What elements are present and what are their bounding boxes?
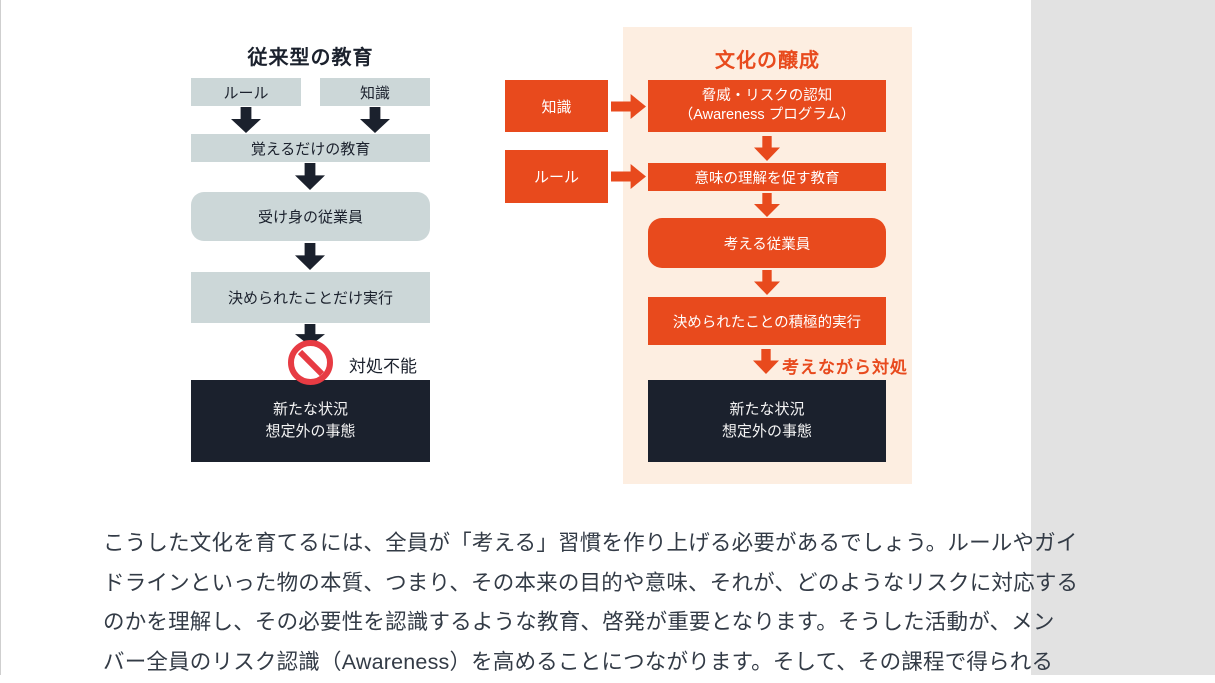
fail-label: 対処不能 bbox=[349, 357, 417, 376]
paragraph-line: バー全員のリスク認識（Awareness）を高めることにつながります。そして、そ… bbox=[103, 650, 1054, 675]
left-step-execution-box: 決められたことだけ実行 bbox=[191, 272, 430, 323]
left-outcome-line1: 新たな状況 bbox=[272, 401, 348, 418]
body-paragraph: こうした文化を育てるには、全員が「考える」習慣を作り上げる必要があるでしょう。ル… bbox=[103, 524, 1079, 683]
left-input-knowledge-box: 知識 bbox=[320, 78, 430, 106]
down-arrow-icon bbox=[295, 243, 325, 270]
right-input-knowledge-box: 知識 bbox=[505, 80, 608, 132]
right-diagram-title: 文化の醸成 bbox=[715, 50, 820, 72]
right-step-awareness-line1: 脅威・リスクの認知 bbox=[701, 88, 833, 104]
left-input-rule-box: ルール bbox=[191, 78, 301, 106]
paragraph-line: ドラインといった物の本質、つまり、その本来の目的や意味、それが、どのようなリスク… bbox=[103, 570, 1079, 595]
right-outcome-line1: 新たな状況 bbox=[729, 401, 805, 418]
left-step-employee-box: 受け身の従業員 bbox=[191, 192, 430, 241]
right-input-rule-box: ルール bbox=[505, 150, 608, 203]
paragraph-line: こうした文化を育てるには、全員が「考える」習慣を作り上げる必要があるでしょう。ル… bbox=[103, 531, 1078, 555]
left-diagram-title: 従来型の教育 bbox=[247, 47, 374, 69]
left-outcome-box: 新たな状況 想定外の事態 bbox=[191, 380, 430, 462]
right-step-education-box: 意味の理解を促す教育 bbox=[648, 163, 886, 191]
right-step-awareness-box: 脅威・リスクの認知 （Awareness プログラム） bbox=[648, 80, 886, 132]
right-step-awareness-line2: （Awareness プログラム） bbox=[678, 107, 856, 123]
right-step-employee-box: 考える従業員 bbox=[648, 218, 886, 268]
paragraph-line: のかを理解し、その必要性を認識するような教育、啓発が重要となります。そうした活動… bbox=[103, 610, 1055, 635]
page-gray-margin bbox=[1031, 0, 1215, 675]
left-outcome-line2: 想定外の事態 bbox=[265, 423, 356, 440]
down-arrow-icon bbox=[295, 163, 325, 190]
page-left-border bbox=[0, 0, 1, 675]
right-step-execution-box: 決められたことの積極的実行 bbox=[648, 297, 886, 345]
cope-label: 考えながら対処 bbox=[782, 358, 908, 377]
down-arrow-icon bbox=[360, 107, 390, 133]
right-outcome-box: 新たな状況 想定外の事態 bbox=[648, 380, 886, 462]
down-arrow-icon bbox=[231, 107, 261, 133]
right-outcome-line2: 想定外の事態 bbox=[721, 423, 812, 440]
left-step-education-box: 覚えるだけの教育 bbox=[191, 134, 430, 162]
prohibition-icon bbox=[288, 340, 333, 385]
